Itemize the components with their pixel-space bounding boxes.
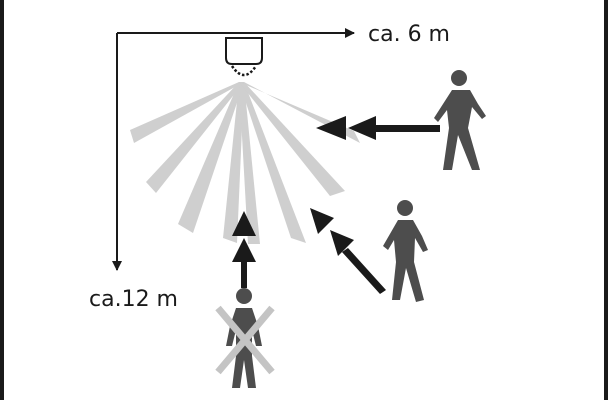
vertical-range-label: ca.12 m [89,287,178,312]
arrow-head-2 [232,238,256,262]
horizontal-approach-arrows [316,116,440,140]
beam-6 [239,82,306,243]
arrow-head-2 [348,116,376,140]
beam-4 [223,82,244,243]
walking-person-icon [434,70,486,170]
motion-sensor-icon [225,37,263,77]
horizontal-range-label: ca. 6 m [368,22,450,47]
arrow-head-1 [232,211,256,236]
cross-line-2 [215,305,275,375]
arrow-head-2 [330,230,354,256]
beam-3 [178,82,244,233]
arrow-shaft [342,248,386,294]
arrow-shaft [372,125,440,132]
beam-7 [239,82,345,196]
walking-person-icon [383,200,428,302]
beam-1 [130,82,244,143]
crossed-person-icon [215,288,275,388]
beam-5 [239,82,260,244]
arrow-head-1 [316,116,346,140]
beam-2 [146,82,244,193]
arrow-shaft [241,262,247,288]
detection-beams [130,82,360,244]
diagonal-approach-arrows [310,208,386,294]
arrow-head-1 [310,208,334,234]
vertical-approach-arrows [232,211,256,288]
